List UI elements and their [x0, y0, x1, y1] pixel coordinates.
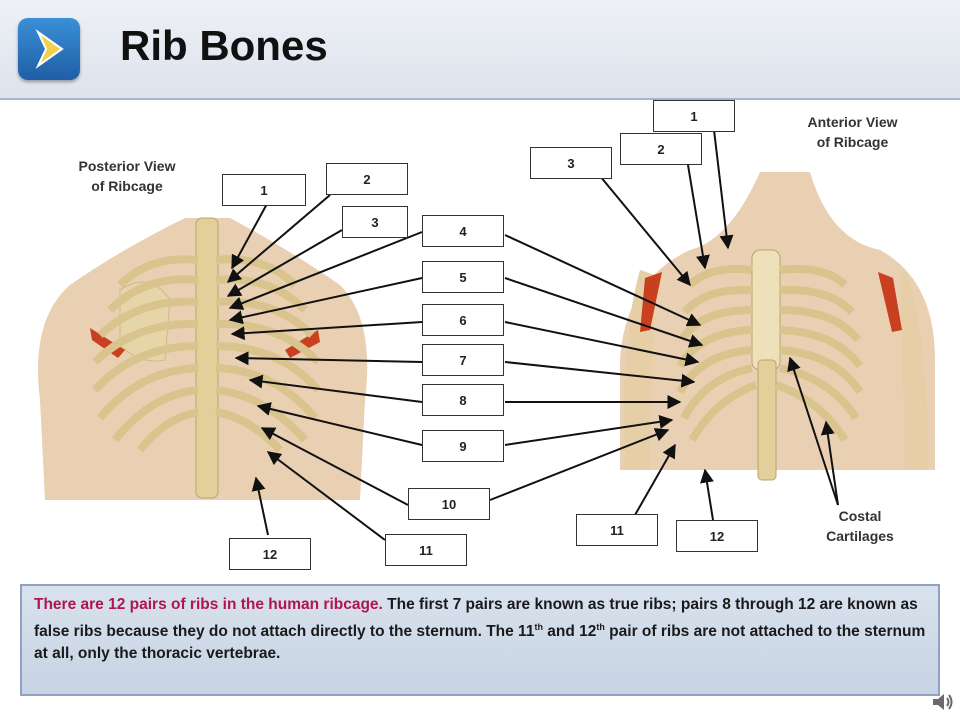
- anterior-ribcage-figure: [620, 172, 935, 481]
- anterior-leader-lines: [489, 129, 839, 521]
- ribcage-illustration: [38, 129, 935, 541]
- anterior-rib-3-label: 3: [530, 147, 612, 179]
- description-sup-1: th: [534, 622, 543, 632]
- anterior-rib-11-label: 11: [576, 514, 658, 546]
- description-text-b: and 12: [542, 623, 597, 641]
- posterior-view-caption: Posterior View of Ribcage: [78, 158, 176, 194]
- anterior-rib-1-label: 1: [653, 100, 735, 132]
- anterior-rib-2-label: 2: [620, 133, 702, 165]
- rib-4-label: 4: [422, 215, 504, 247]
- slide-header: Rib Bones: [0, 0, 960, 100]
- posterior-rib-3-label: 3: [342, 206, 408, 238]
- rib-9-label: 9: [422, 430, 504, 462]
- rib-10-label: 10: [408, 488, 490, 520]
- posterior-rib-12-label: 12: [229, 538, 311, 570]
- speaker-icon: [933, 694, 953, 710]
- posterior-rib-1-label: 1: [222, 174, 306, 206]
- costal-cartilages-caption: Costal Cartilages: [826, 508, 894, 544]
- rib-8-label: 8: [422, 384, 504, 416]
- description-box: There are 12 pairs of ribs in the human …: [20, 584, 940, 696]
- description-sup-2: th: [596, 622, 605, 632]
- next-slide-button[interactable]: [18, 18, 80, 80]
- description-text-c: pair of ribs are not attached to the ste…: [34, 623, 926, 663]
- rib-7-label: 7: [422, 344, 504, 376]
- chevron-right-icon: [35, 28, 64, 70]
- slide-title: Rib Bones: [120, 22, 328, 69]
- posterior-leader-lines: [226, 194, 423, 541]
- posterior-rib-2-label: 2: [326, 163, 408, 195]
- description-highlight: There are 12 pairs of ribs in the human …: [34, 596, 383, 613]
- audio-button[interactable]: [930, 690, 954, 714]
- description-text-a: The first 7 pairs are known as true ribs…: [34, 596, 918, 641]
- posterior-rib-11-label: 11: [385, 534, 467, 566]
- rib-5-label: 5: [422, 261, 504, 293]
- rib-6-label: 6: [422, 304, 504, 336]
- anterior-view-caption: Anterior View of Ribcage: [807, 114, 898, 150]
- anterior-rib-12-label: 12: [676, 520, 758, 552]
- diagram-area: Posterior View of Ribcage Anterior View …: [0, 100, 960, 580]
